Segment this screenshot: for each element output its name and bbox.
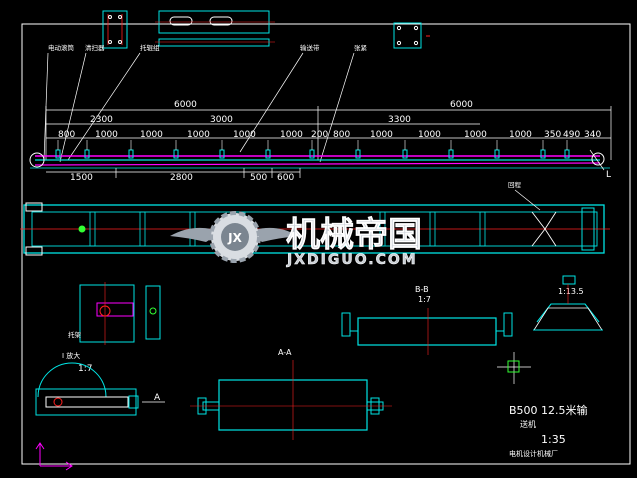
leader-labels: 电动滚筒 清扫器 托辊组 输送带 张紧 [43, 43, 368, 163]
idler-mark [265, 149, 271, 159]
svg-text:1:13.5: 1:13.5 [558, 287, 584, 296]
dimension-top [45, 106, 612, 160]
title-model: B500 12.5米输 [509, 403, 588, 417]
svg-text:I 放大: I 放大 [62, 351, 80, 360]
svg-text:托架: 托架 [68, 330, 82, 339]
axis-indicator [35, 442, 73, 471]
label-clean-device: 清扫器 [85, 43, 105, 52]
title-name: 送机 [520, 419, 536, 429]
svg-text:1:7: 1:7 [418, 295, 431, 304]
label-return: 回程 [508, 180, 522, 189]
detail-block: 托架 [68, 282, 161, 345]
detail-slot-view [155, 10, 275, 47]
svg-text:1000: 1000 [418, 130, 441, 140]
svg-text:2800: 2800 [170, 173, 193, 183]
svg-text:800: 800 [58, 130, 75, 140]
idler-marks [55, 140, 570, 159]
label-idler-group: 托辊组 [140, 43, 160, 52]
svg-text:200: 200 [311, 130, 328, 140]
idler-mark [173, 149, 179, 159]
idler-mark [564, 149, 570, 159]
watermark-cn: 机械帝国 [286, 215, 422, 255]
detail-i-view: I 放大 1:7 A [35, 351, 165, 416]
section-bb: B-B 1:7 [341, 285, 513, 355]
drawing-frame [21, 23, 631, 465]
svg-text:6000: 6000 [174, 100, 197, 110]
title-company: 电机设计机械厂 [509, 449, 558, 458]
svg-text:A-A: A-A [278, 348, 292, 357]
svg-text:490: 490 [563, 130, 580, 140]
title-scale: 1:35 [541, 433, 566, 446]
plan-rib [479, 211, 486, 247]
idler-mark [128, 149, 134, 159]
idler-mark [55, 149, 61, 159]
tail-pulley [591, 152, 605, 166]
idler-mark [84, 149, 90, 159]
svg-text:6000: 6000 [450, 100, 473, 110]
svg-text:3000: 3000 [210, 115, 233, 125]
plan-rib [379, 211, 386, 247]
idler-mark [355, 149, 361, 159]
svg-text:350: 350 [544, 130, 561, 140]
svg-text:1000: 1000 [95, 130, 118, 140]
detail-flange-view [393, 22, 430, 49]
svg-text:1000: 1000 [140, 130, 163, 140]
svg-text:1000: 1000 [464, 130, 487, 140]
plan-rib [139, 211, 146, 247]
drive-pulley [29, 152, 45, 168]
svg-text:1000: 1000 [370, 130, 393, 140]
plan-rib [429, 211, 436, 247]
svg-text:B-B: B-B [415, 285, 429, 294]
svg-text:1000: 1000 [280, 130, 303, 140]
svg-text:1000: 1000 [233, 130, 256, 140]
svg-text:800: 800 [333, 130, 350, 140]
watermark-en: JXDIGUO.COM [286, 252, 418, 268]
conveyor-side-view: L [29, 149, 611, 180]
svg-text:L: L [606, 170, 611, 180]
svg-text:A: A [154, 393, 161, 403]
idler-mark [494, 149, 500, 159]
svg-text:2300: 2300 [90, 115, 113, 125]
idler-mark [309, 149, 315, 159]
watermark-logo: JX 机械帝国 JXDIGUO.COM [170, 211, 422, 268]
dimension-bottom-texts: 1500 2800 500 600 [70, 173, 294, 183]
plan-rib [89, 211, 96, 247]
dimension-bottom [46, 168, 301, 178]
idler-mark [219, 149, 225, 159]
dimension-texts: 6000 6000 2300 3000 3300 800 1000 1000 1… [58, 100, 601, 140]
trough-idler-section: 1:13.5 [533, 275, 603, 331]
svg-text:JX: JX [227, 231, 242, 245]
idler-mark [540, 149, 546, 159]
crosshair-mark [497, 352, 531, 384]
svg-text:1:7: 1:7 [78, 364, 92, 374]
svg-text:1500: 1500 [70, 173, 93, 183]
idler-mark [448, 149, 454, 159]
svg-text:340: 340 [584, 130, 601, 140]
label-drive-roller: 电动滚筒 [48, 43, 75, 52]
label-tensioner: 张紧 [354, 43, 368, 52]
svg-text:500: 500 [250, 173, 267, 183]
label-conveyor-belt: 输送带 [300, 43, 320, 52]
svg-text:600: 600 [277, 173, 294, 183]
title-block: B500 12.5米输 送机 1:35 电机设计机械厂 [509, 403, 588, 458]
conveyor-plan-view: 回程 [20, 180, 610, 256]
svg-text:3300: 3300 [388, 115, 411, 125]
idler-mark [402, 149, 408, 159]
svg-text:1000: 1000 [187, 130, 210, 140]
svg-text:1000: 1000 [509, 130, 532, 140]
detail-plate-view [102, 10, 128, 49]
section-aa: A-A [190, 348, 392, 440]
